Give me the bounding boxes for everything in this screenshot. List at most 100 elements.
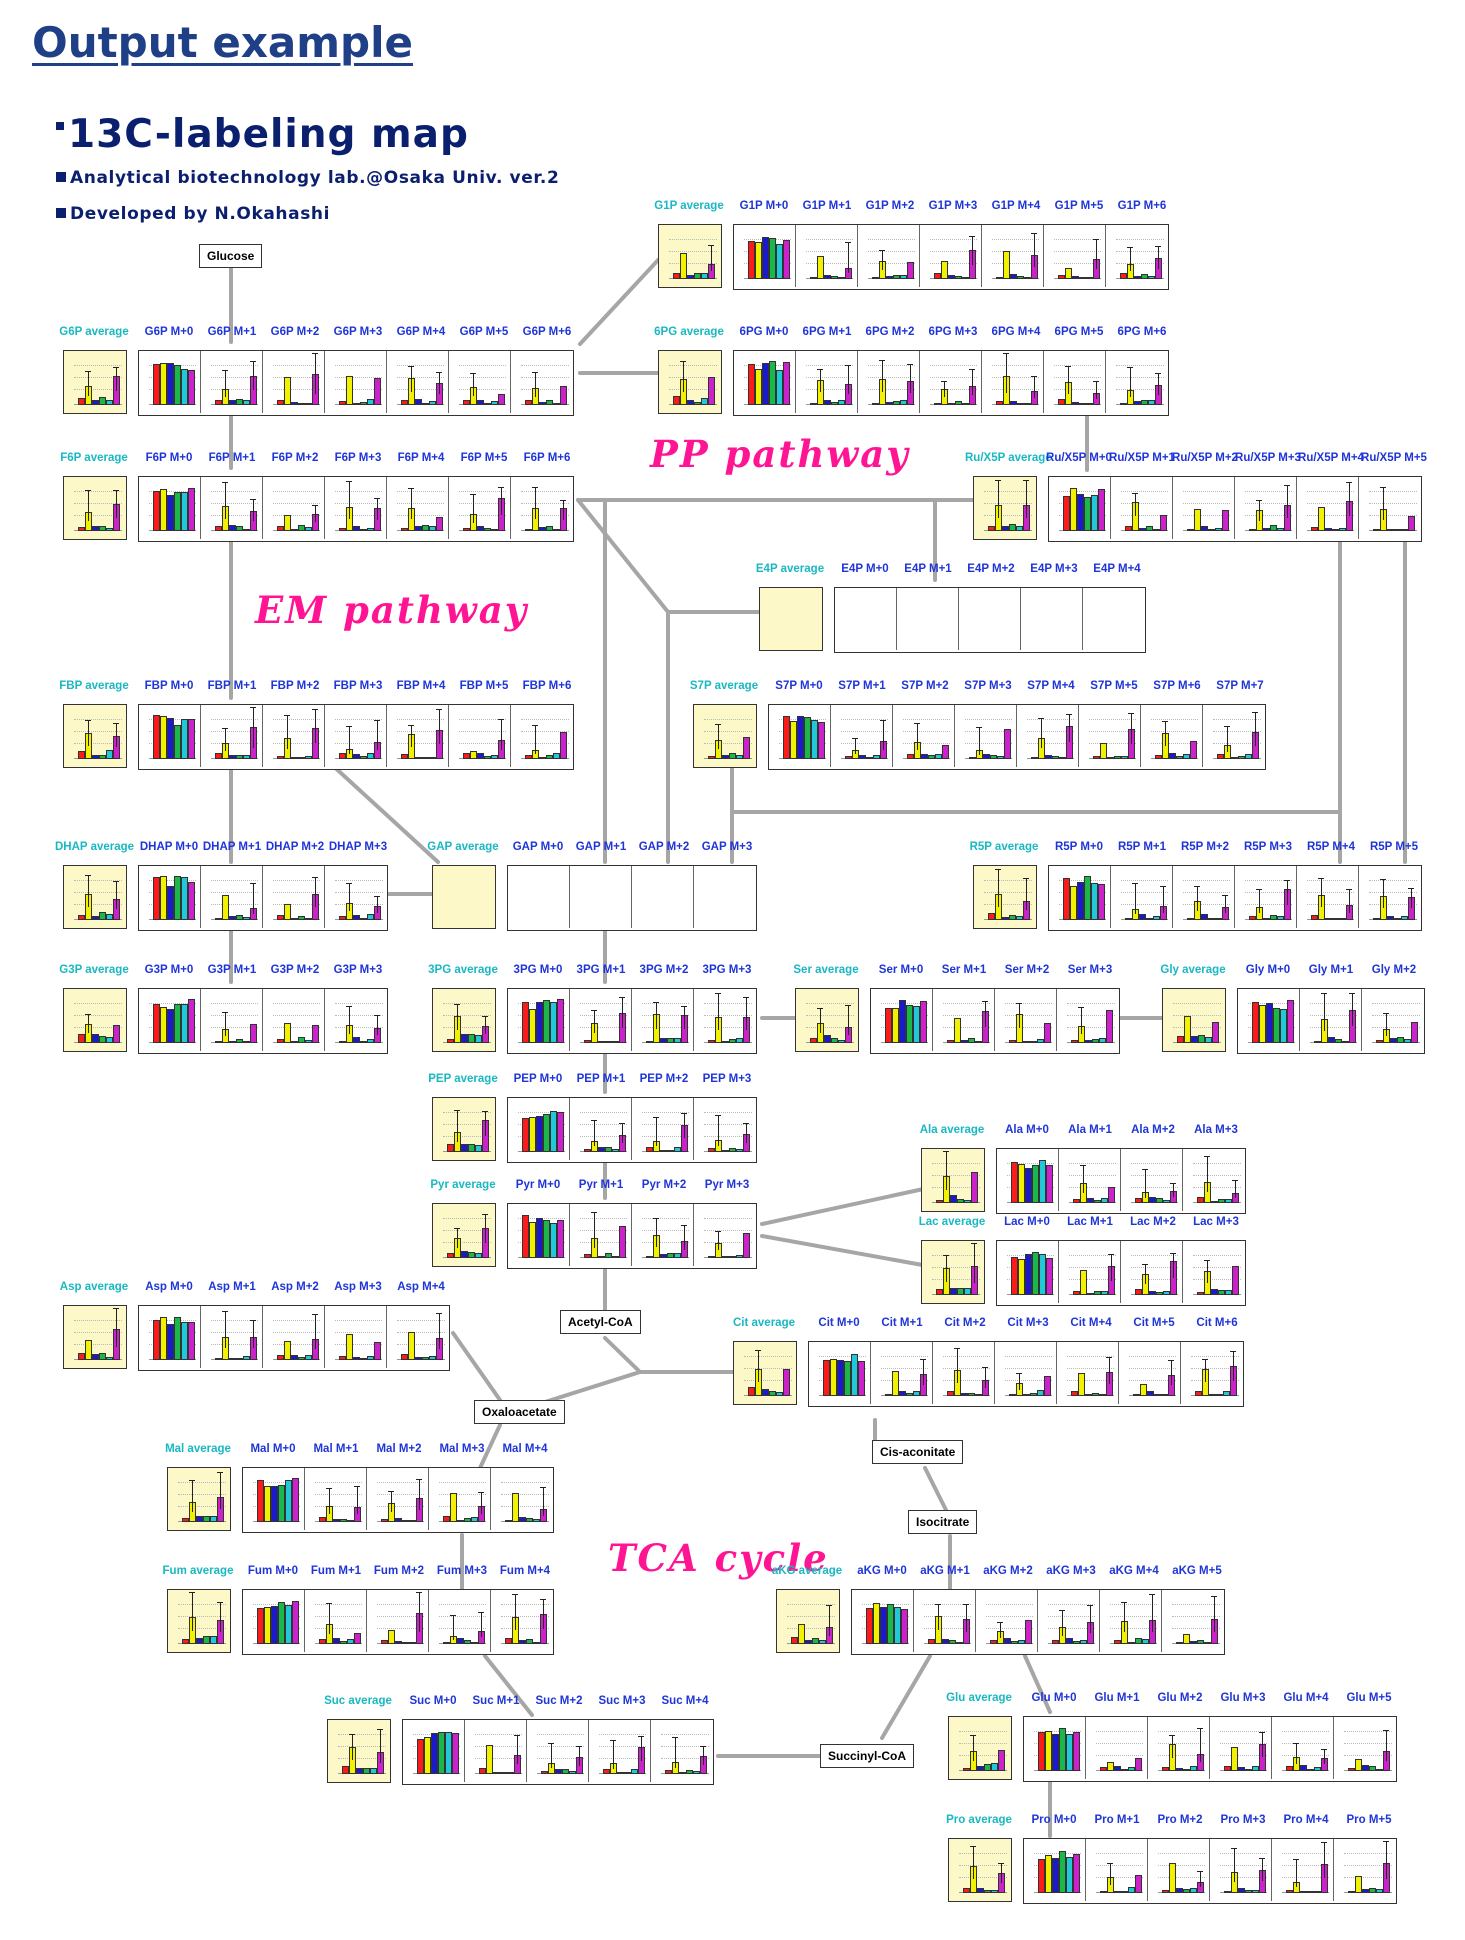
chart-bar xyxy=(229,1041,236,1043)
chart-bar xyxy=(92,399,99,405)
average-chart xyxy=(63,350,127,414)
error-bar xyxy=(1019,1372,1020,1390)
chart-bar xyxy=(913,1005,920,1043)
chart-bar xyxy=(605,1253,612,1258)
error-bar-cap xyxy=(1121,1602,1127,1604)
isotopomer-chart xyxy=(201,351,263,413)
chart-bar xyxy=(222,895,229,920)
isotopomer-chart xyxy=(694,1098,756,1160)
chart-bar xyxy=(388,1629,395,1644)
gridline xyxy=(1344,1731,1392,1732)
error-bar xyxy=(594,1010,595,1033)
chart-bar xyxy=(1087,1293,1094,1295)
chart-bar xyxy=(292,1601,299,1644)
chart-bar xyxy=(360,1041,367,1043)
chart-bar xyxy=(1121,1769,1128,1771)
chart-bar xyxy=(873,1603,880,1644)
gridline xyxy=(1121,880,1168,881)
node-oxaloacetate: Oxaloacetate xyxy=(474,1400,565,1424)
chart-bar xyxy=(1066,1734,1073,1771)
error-bar-cap xyxy=(408,725,414,727)
gridline xyxy=(1183,515,1230,516)
chart-bar xyxy=(353,753,360,759)
chart-bar xyxy=(475,1253,482,1258)
chart-bar xyxy=(1222,509,1229,531)
isotopomer-chart xyxy=(893,705,955,767)
chart-bar xyxy=(1146,526,1153,531)
average-chart xyxy=(776,1589,840,1653)
isotopomer-label: F6P M+5 xyxy=(460,452,508,464)
chart-bar xyxy=(934,273,941,279)
error-bar-cap xyxy=(354,1485,360,1487)
chart-bar xyxy=(99,1353,106,1360)
chart-bar xyxy=(1009,914,1016,920)
chart-bar xyxy=(961,1393,968,1396)
isotopomer-chart xyxy=(508,1098,570,1160)
chart-bar xyxy=(188,487,195,531)
chart-bar xyxy=(401,753,408,759)
chart-bar xyxy=(1252,1001,1259,1043)
chart-bar xyxy=(491,755,498,759)
error-bar xyxy=(711,244,712,272)
error-bar xyxy=(315,504,316,523)
chart-bar xyxy=(769,238,776,279)
average-label: R5P average xyxy=(969,841,1039,853)
gridline xyxy=(806,1015,854,1016)
error-bar xyxy=(457,1110,458,1143)
chart-bar xyxy=(215,525,222,531)
chart-bar xyxy=(215,1041,222,1043)
isotopomer-chart xyxy=(1057,989,1119,1051)
chart-bar xyxy=(188,1321,195,1360)
chart-bar xyxy=(1077,882,1084,920)
gridline xyxy=(986,1604,1033,1605)
error-bar xyxy=(315,708,316,744)
chart-bar xyxy=(92,754,99,759)
gridline xyxy=(443,1218,491,1219)
chart-bar xyxy=(533,1518,540,1522)
error-bar xyxy=(1225,894,1226,914)
chart-bar xyxy=(1031,757,1038,759)
chart-bar xyxy=(1362,1888,1369,1893)
isotopomer-label: Ru/X5P M+4 xyxy=(1298,452,1364,464)
chart-bar xyxy=(991,1889,998,1893)
chart-bar xyxy=(1162,1767,1169,1771)
isotopomer-chart xyxy=(1086,1839,1148,1901)
gridline xyxy=(74,1003,122,1004)
chart-bar xyxy=(305,403,312,405)
chart-bar xyxy=(790,720,797,759)
chart-bar xyxy=(452,1733,459,1774)
chart-bar xyxy=(1085,1039,1092,1043)
gridline xyxy=(335,743,382,744)
isotopomer-chart xyxy=(858,225,920,287)
isotopomer-label: Ser M+1 xyxy=(941,964,987,976)
isotopomer-charts xyxy=(768,704,1266,770)
error-bar-cap xyxy=(1023,877,1029,879)
isotopomer-label: 3PG M+3 xyxy=(702,964,752,976)
gridline xyxy=(642,1218,689,1219)
isotopomer-chart xyxy=(1297,866,1359,928)
isotopomer-chart xyxy=(325,866,387,928)
isotopomer-label: G1P M+2 xyxy=(865,200,915,212)
error-bar-cap xyxy=(1132,492,1138,494)
isotopomer-label: Mal M+1 xyxy=(313,1443,359,1455)
chart-bar xyxy=(1376,1768,1383,1771)
gridline xyxy=(273,515,320,516)
chart-bar xyxy=(1079,403,1086,405)
gridline xyxy=(1131,1175,1178,1176)
isotopomer-label: G3P M+3 xyxy=(333,964,383,976)
chart-bar xyxy=(736,1149,743,1152)
gridline xyxy=(459,731,506,732)
chart-bar xyxy=(363,1768,370,1774)
chart-bar xyxy=(479,1768,486,1774)
chart-bar xyxy=(529,1222,536,1258)
isotopomer-label: Fum M+1 xyxy=(310,1565,362,1577)
error-bar xyxy=(1165,721,1166,746)
gridline xyxy=(397,1344,445,1345)
isotopomer-label: Asp M+2 xyxy=(271,1281,319,1293)
error-bar xyxy=(1262,1858,1263,1882)
chart-bar xyxy=(167,495,174,531)
gridline xyxy=(1121,503,1168,504)
error-bar xyxy=(718,724,719,750)
